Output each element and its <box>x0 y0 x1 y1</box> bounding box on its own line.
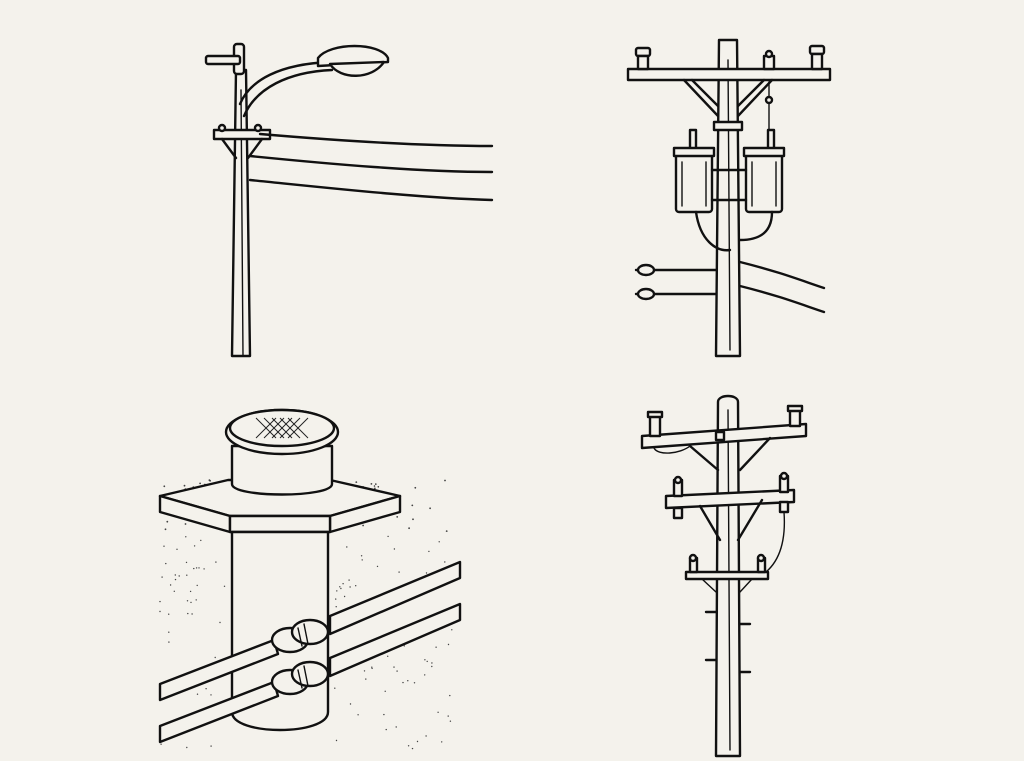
insulator-center <box>762 49 776 71</box>
lamp-arm <box>238 60 332 106</box>
middle-brace <box>698 498 764 542</box>
conduit-lower <box>158 602 462 744</box>
vault-neck <box>230 444 334 496</box>
lamp-lens <box>328 60 386 77</box>
wire-1 <box>258 132 494 148</box>
step-bolts <box>704 610 752 674</box>
line-wire-2 <box>738 284 826 314</box>
upper-insulators <box>646 404 804 442</box>
wire-3 <box>248 178 494 202</box>
line-wire-1 <box>738 260 826 290</box>
middle-insulators <box>672 471 790 520</box>
lid-pattern <box>255 417 309 439</box>
lower-insulators <box>688 553 767 574</box>
double-crossarm-pole-panel <box>640 394 808 758</box>
insulator-left <box>634 46 652 71</box>
insulator-right <box>808 44 826 71</box>
drop-lead-right <box>738 210 774 242</box>
lower-arm <box>684 570 770 581</box>
drop-lead-left <box>694 210 732 252</box>
pole-shaft <box>714 38 742 358</box>
conduit-upper <box>158 560 462 702</box>
upper-brace <box>688 436 772 472</box>
crossarm <box>626 67 832 82</box>
lamp-head <box>316 44 390 68</box>
transformer-right <box>742 146 786 214</box>
transformer-left <box>672 146 716 214</box>
streetlight-pole-panel <box>204 42 494 358</box>
wire-2 <box>248 154 494 174</box>
transformer-pole-panel <box>626 38 832 358</box>
underground-vault-panel <box>158 408 462 750</box>
pole-shaft <box>230 68 252 358</box>
side-bracket <box>204 54 242 66</box>
crossarm-brace <box>682 78 774 118</box>
middle-crossarm <box>664 488 796 510</box>
